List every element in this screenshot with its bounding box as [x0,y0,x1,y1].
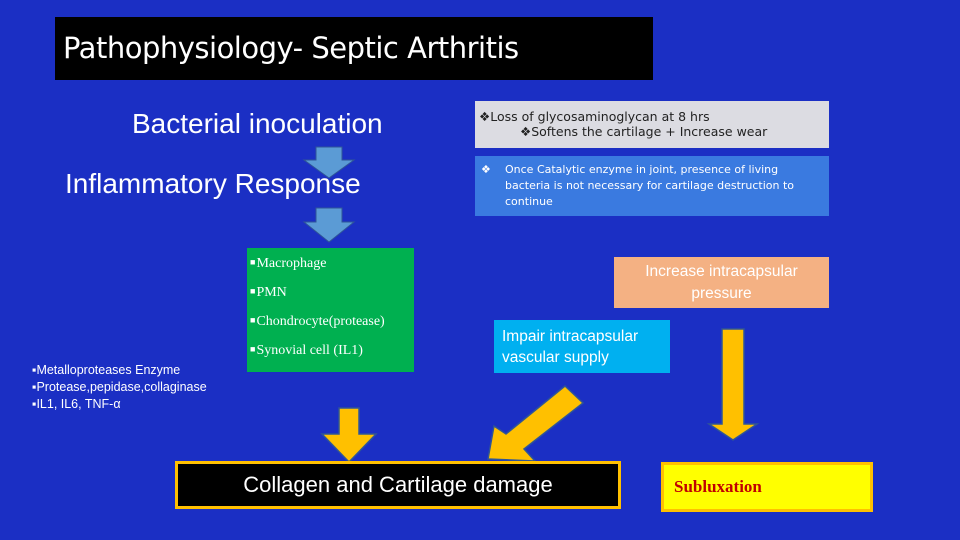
note-catalytic-enzyme: ❖ Once Catalytic enzyme in joint, presen… [475,156,829,216]
down-arrow-icon [706,328,760,441]
subluxation-box: Subluxation [661,462,873,512]
page-title: Pathophysiology- Septic Arthritis [55,17,653,80]
list-item: ■Macrophage [250,256,414,285]
down-arrow-icon [302,207,356,243]
list-item: ▪IL1, IL6, TNF-α [32,397,121,411]
list-item-label: Macrophage [256,256,327,271]
mediator-list: ▪Metalloproteases Enzyme ▪Protease,pepid… [32,362,207,413]
list-item-label: Protease,pepidase,collaginase [36,380,207,394]
list-item-label: PMN [256,285,287,300]
note-text: Once Catalytic enzyme in joint, presence… [505,163,795,208]
square-bullet-icon: ■ [250,315,256,325]
list-item: ■PMN [250,285,414,314]
list-item-label: Chondrocyte(protease) [256,314,385,329]
list-item: ■Chondrocyte(protease) [250,314,414,343]
note-line: Softens the cartilage + Increase wear [531,124,768,139]
diagonal-arrow-icon [487,385,585,462]
diamond-bullet-icon: ❖ [481,163,491,176]
list-item: ▪Protease,pepidase,collaginase [32,380,207,394]
list-item-label: Metalloproteases Enzyme [36,363,181,377]
note-line: Loss of glycosaminoglycan at 8 hrs [490,109,710,124]
list-item-label: IL1, IL6, TNF-α [36,397,121,411]
increase-pressure-box: Increase intracapsular pressure [614,257,829,308]
diamond-bullet-icon: ❖ [520,124,532,139]
note-glycosaminoglycan: ❖Loss of glycosaminoglycan at 8 hrs ❖Sof… [475,101,829,148]
square-bullet-icon: ■ [250,286,256,296]
list-item-label: Synovial cell (IL1) [256,343,363,358]
step-bacterial-inoculation: Bacterial inoculation [132,108,383,139]
impair-vascular-box: Impair intracapsular vascular supply [494,320,670,373]
square-bullet-icon: ■ [250,257,256,267]
collagen-damage-box: Collagen and Cartilage damage [175,461,621,509]
step-inflammatory-response: Inflammatory Response [65,168,361,199]
list-item: ■Synovial cell (IL1) [250,343,414,372]
cell-list: ■Macrophage ■PMN ■Chondrocyte(protease) … [247,248,414,372]
square-bullet-icon: ■ [250,344,256,354]
down-arrow-icon [320,407,378,464]
list-item: ▪Metalloproteases Enzyme [32,363,181,377]
diamond-bullet-icon: ❖ [479,109,491,124]
down-arrow-icon [302,146,356,179]
